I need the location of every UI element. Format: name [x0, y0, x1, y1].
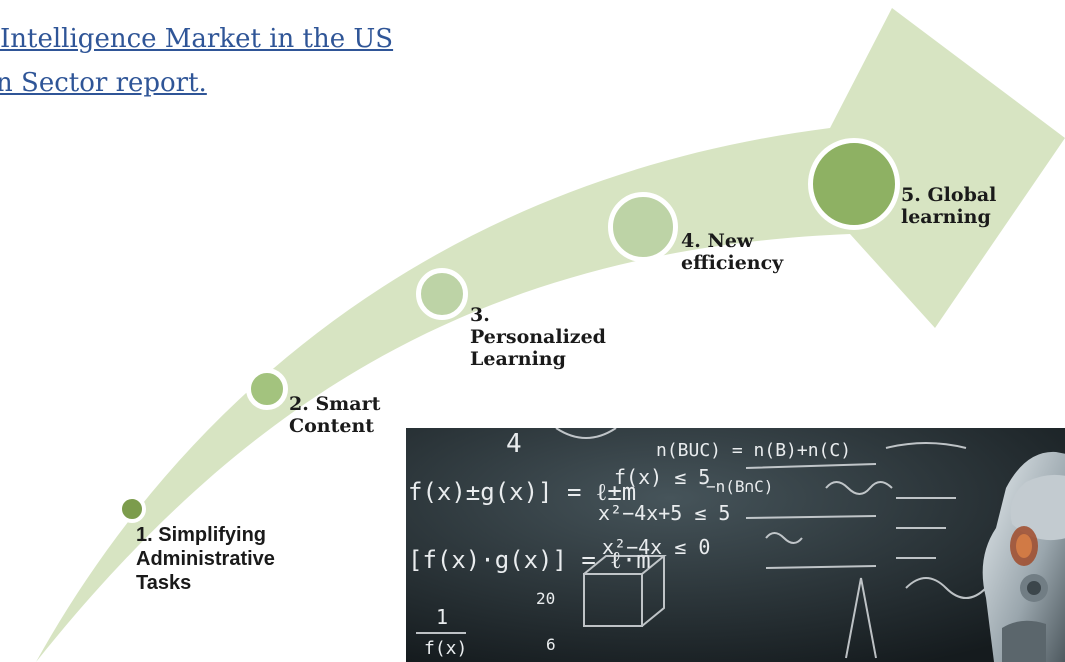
milestone-4-dot [608, 192, 678, 262]
growth-arrow-shape [36, 8, 1065, 662]
milestone-5-dot [808, 138, 900, 230]
milestone-1-label: 1. Simplifying Administrative Tasks [136, 523, 275, 595]
milestone-4-label: 4. New efficiency [681, 230, 783, 274]
milestone-1-label-line-3: Tasks [136, 572, 192, 594]
milestone-4-label-line-1: 4. New [681, 230, 754, 252]
milestone-2-label: 2. Smart Content [289, 393, 380, 437]
chalk-scribbles [416, 428, 987, 659]
milestone-5-label-line-1: 5. Global [901, 184, 997, 206]
formula-12: 6 [546, 635, 556, 654]
milestone-1-dot [118, 495, 146, 523]
milestone-2-dot [246, 368, 288, 410]
milestone-5-label: 5. Global learning [901, 184, 996, 228]
formula-11: f(x) [424, 638, 467, 659]
formula-4: f(x) ≤ 5 [614, 465, 710, 489]
milestone-4-label-line-2: efficiency [681, 252, 784, 274]
milestone-5-label-line-2: learning [901, 206, 991, 228]
milestone-2-label-line-2: Content [289, 415, 375, 437]
formula-2: n(BUC) = n(B)+n(C) [656, 440, 851, 461]
report-link-line-2[interactable]: n Sector report. [0, 68, 207, 98]
formula-3: f(x)±g(x)] = ℓ±m [408, 478, 636, 506]
milestone-3-label-line-2: Personalized [470, 326, 606, 348]
milestone-2-label-line-1: 2. Smart [289, 393, 381, 415]
milestone-3-label: 3. Personalized Learning [470, 304, 606, 370]
milestone-1-label-line-2: Administrative [136, 548, 275, 570]
formula-7: [f(x)·g(x)] = ℓ·m [408, 546, 651, 574]
formula-1: 4 [506, 429, 522, 459]
formula-9: 20 [536, 589, 555, 608]
chalk-formulas: 4 n(BUC) = n(B)+n(C) f(x)±g(x)] = ℓ±m f(… [408, 429, 851, 659]
robot-figure [982, 451, 1065, 662]
robot-at-chalkboard-image: 4 n(BUC) = n(B)+n(C) f(x)±g(x)] = ℓ±m f(… [406, 428, 1065, 662]
milestone-3-dot [416, 268, 468, 320]
robot-chalkboard-photo: 4 n(BUC) = n(B)+n(C) f(x)±g(x)] = ℓ±m f(… [406, 428, 1065, 662]
formula-6: x²−4x+5 ≤ 5 [598, 501, 730, 525]
formula-5: −n(B∩C) [706, 477, 773, 496]
milestone-1-label-line-1: 1. Simplifying [136, 524, 267, 546]
milestone-3-label-line-3: Learning [470, 348, 566, 370]
report-link-line-1[interactable]: Intelligence Market in the US [0, 24, 394, 54]
formula-10: 1 [436, 605, 448, 629]
milestone-3-label-line-1: 3. [470, 304, 490, 326]
